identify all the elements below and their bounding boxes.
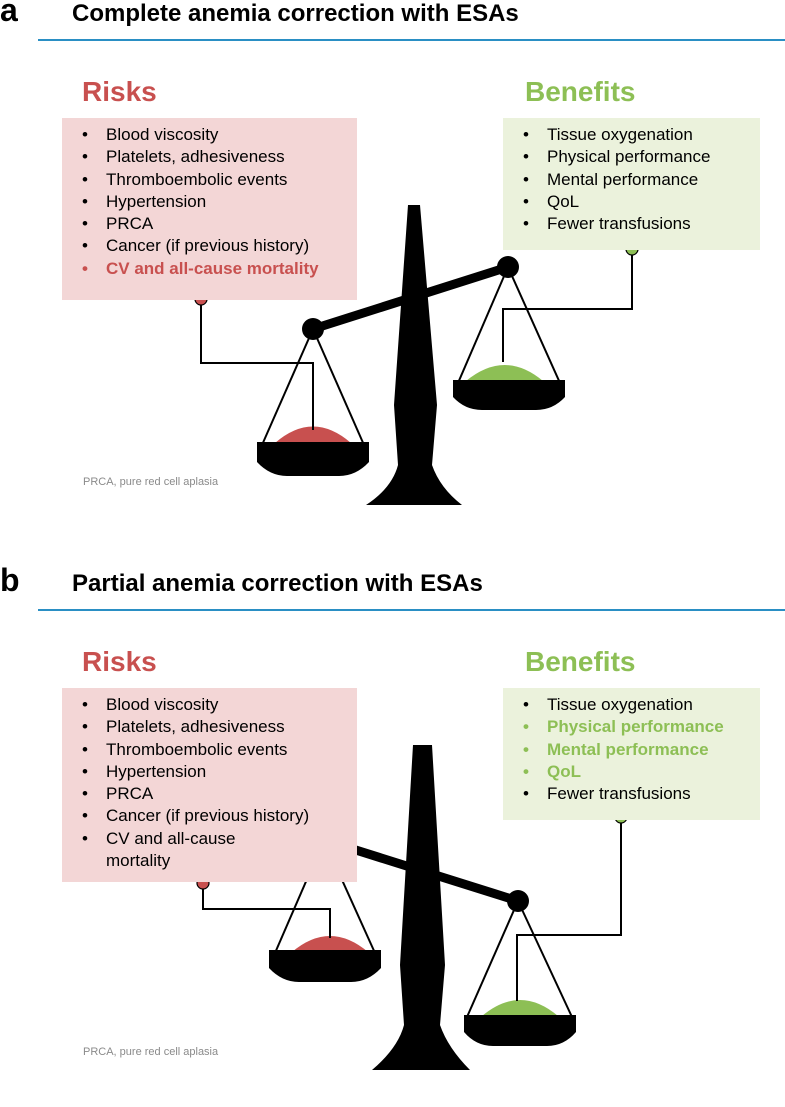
risk-item: PRCA <box>62 783 357 806</box>
risks-box: Blood viscosity Platelets, adhesiveness … <box>62 118 357 300</box>
risk-item: Blood viscosity <box>62 694 357 717</box>
risk-item: Blood viscosity <box>62 124 357 147</box>
benefit-item: Mental performance <box>503 169 760 192</box>
risks-heading: Risks <box>82 76 157 107</box>
risk-item: Thromboembolic events <box>62 169 357 192</box>
title-divider <box>38 609 785 611</box>
benefits-box: Tissue oxygenation Physical performance … <box>503 688 760 820</box>
benefits-list: Tissue oxygenation Physical performance … <box>503 118 760 236</box>
benefits-heading: Benefits <box>525 76 636 107</box>
benefit-item: Physical performance <box>503 146 760 169</box>
scale-beam <box>308 262 513 334</box>
benefit-item: QoL <box>503 191 760 214</box>
benefits-heading: Benefits <box>525 646 636 677</box>
benefit-connector <box>516 817 622 1001</box>
benefit-item-highlighted: Mental performance <box>503 739 760 762</box>
benefits-list: Tissue oxygenation Physical performance … <box>503 688 760 806</box>
benefit-item-highlighted: Physical performance <box>503 716 760 739</box>
footnote: PRCA, pure red cell aplasia <box>83 476 219 488</box>
benefit-weight <box>466 365 543 381</box>
risk-item: Hypertension <box>62 761 357 784</box>
benefit-item-highlighted: QoL <box>503 761 760 784</box>
risk-item: Cancer (if previous history) <box>62 805 357 828</box>
benefit-item: Tissue oxygenation <box>503 124 760 147</box>
risk-item: CV and all-cause mortality <box>62 828 276 873</box>
risks-heading: Risks <box>82 646 157 677</box>
risks-box: Blood viscosity Platelets, adhesiveness … <box>62 688 357 882</box>
risk-weight <box>275 426 351 443</box>
risk-item: Hypertension <box>62 191 357 214</box>
panel-title: Partial anemia correction with ESAs <box>72 570 483 597</box>
risk-item: Platelets, adhesiveness <box>62 716 357 739</box>
panel-title: Complete anemia correction with ESAs <box>72 0 519 27</box>
risk-connector <box>202 883 331 938</box>
risks-list: Blood viscosity Platelets, adhesiveness … <box>62 688 357 872</box>
risks-list: Blood viscosity Platelets, adhesiveness … <box>62 118 357 280</box>
risk-connector <box>200 299 314 430</box>
risk-item: PRCA <box>62 213 357 236</box>
footnote: PRCA, pure red cell aplasia <box>83 1046 219 1058</box>
panel-a: a Complete anemia correction with ESAs R… <box>0 0 785 537</box>
risk-item: Cancer (if previous history) <box>62 235 357 258</box>
benefits-box: Tissue oxygenation Physical performance … <box>503 118 760 250</box>
left-pan <box>269 950 381 982</box>
benefit-item: Tissue oxygenation <box>503 694 760 717</box>
scale-pillar <box>372 745 470 1070</box>
left-pan <box>257 442 369 476</box>
scale-pillar <box>366 205 462 505</box>
title-divider <box>38 39 785 41</box>
panel-letter: a <box>0 0 18 28</box>
benefit-item: Fewer transfusions <box>503 783 760 806</box>
risk-item: Thromboembolic events <box>62 739 357 762</box>
benefit-weight <box>482 1000 558 1016</box>
panel-b: b Partial anemia correction with ESAs Ri… <box>0 564 785 1107</box>
risk-weight <box>292 936 368 952</box>
benefit-item: Fewer transfusions <box>503 213 760 236</box>
benefit-connector <box>502 249 633 362</box>
right-pan <box>464 1015 576 1046</box>
risk-item: Platelets, adhesiveness <box>62 146 357 169</box>
panel-letter: b <box>0 562 20 598</box>
risk-item-highlighted: CV and all-cause mortality <box>62 258 357 281</box>
right-pan <box>453 380 565 410</box>
